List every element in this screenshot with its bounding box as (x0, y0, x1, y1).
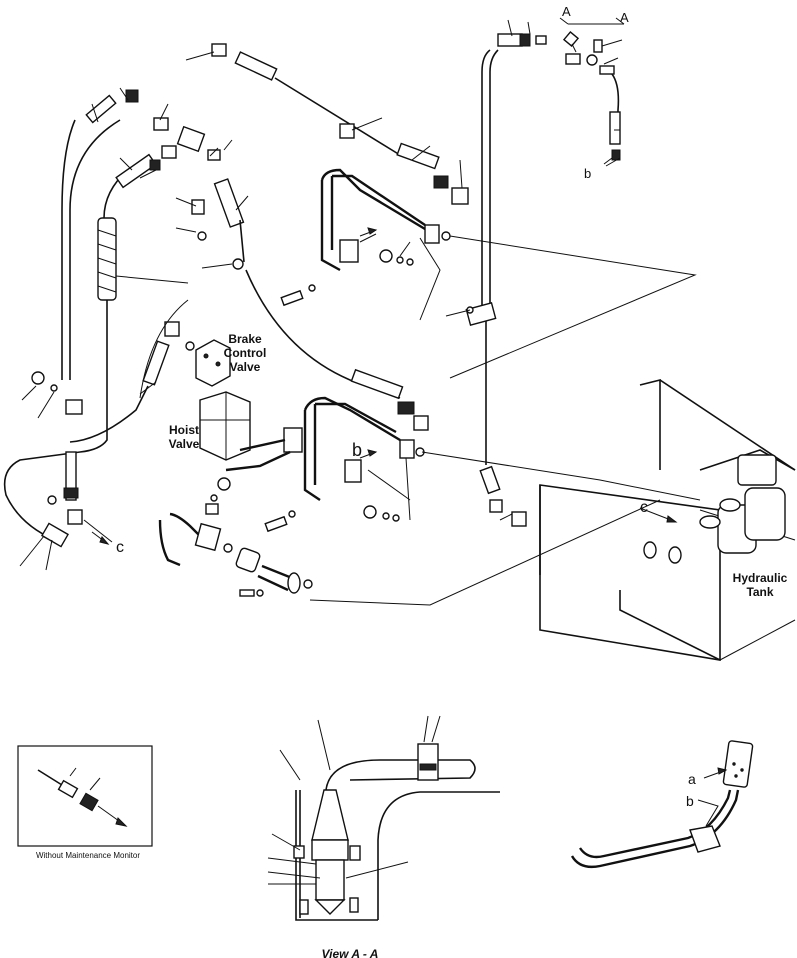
hydraulic-tank-label-line-2: Tank (746, 585, 773, 599)
middle-return-tube (264, 396, 425, 533)
callout-c-left: c (116, 539, 124, 556)
lower-suction-tube (158, 503, 313, 597)
inset-without-maintenance-monitor: Without Maintenance Monitor (17, 745, 153, 860)
hydraulic-tank-label-line-1: Hydraulic (733, 571, 788, 585)
hydraulic-tank-label: Hydraulic Tank (733, 571, 788, 599)
detail-callout-b: b (686, 793, 694, 809)
inset-caption: Without Maintenance Monitor (36, 851, 140, 860)
hoist-valve-label-line-2: Valve (169, 437, 200, 451)
brake-valve-label-line-3: Valve (230, 360, 261, 374)
hoist-valve (199, 391, 303, 502)
hoist-valve-label: Hoist Valve (169, 423, 200, 451)
top-diagonal-hose (211, 43, 469, 205)
hydraulic-tank (539, 378, 796, 661)
brake-valve-label-line-2: Control (224, 346, 267, 360)
hoist-valve-label-line-1: Hoist (169, 423, 199, 437)
view-a-a: View A - A (267, 715, 500, 958)
upper-return-tube (280, 168, 451, 307)
right-gauge-line (465, 30, 621, 527)
view-a-a-caption: View A - A (322, 947, 379, 958)
arrows (91, 157, 678, 545)
brake-control-valve-label: Brake Control Valve (224, 332, 267, 374)
detail-a-b: a b (570, 740, 754, 869)
callout-b-top: b (584, 166, 591, 181)
brake-valve-label-line-1: Brake (228, 332, 262, 346)
callout-A-right: A (620, 10, 629, 25)
callout-b-mid: b (352, 440, 362, 460)
left-hose-assembly (3, 89, 221, 548)
callout-c-right: c (640, 499, 648, 516)
callout-A-left: A (562, 4, 571, 19)
brake-control-valve (69, 321, 231, 443)
detail-callout-a: a (688, 771, 696, 787)
leader-lines (19, 17, 701, 606)
center-hose (191, 178, 429, 431)
